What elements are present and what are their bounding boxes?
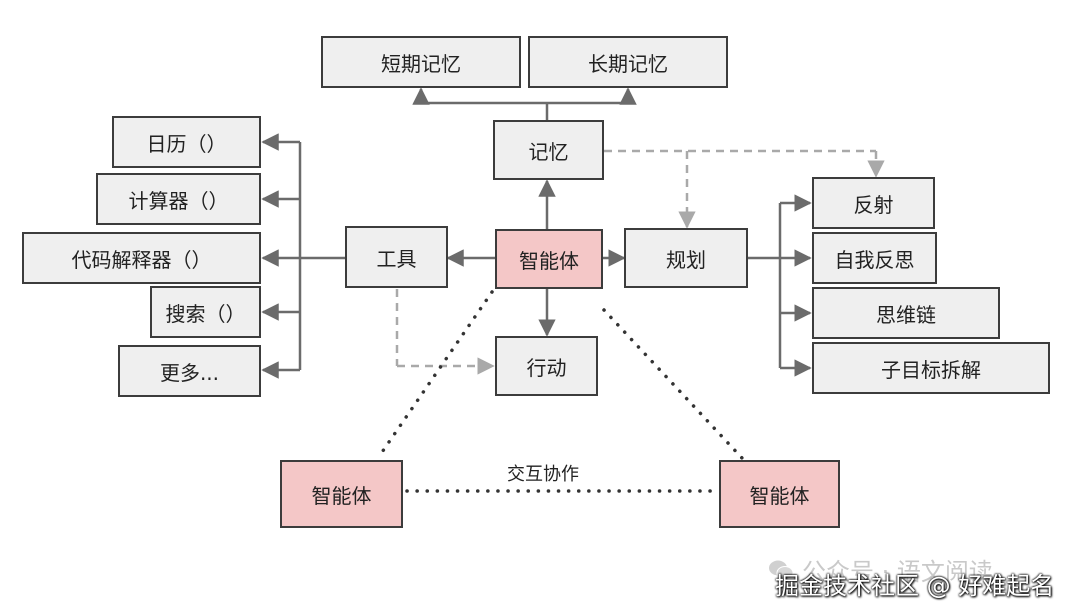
wechat-watermark: 公众号 · 语文阅读 bbox=[768, 552, 993, 587]
subgoal-decomposition-label: 子目标拆解 bbox=[881, 357, 981, 382]
calendar-node: 日历（） bbox=[112, 116, 261, 168]
tools-to-list-connector bbox=[261, 133, 345, 379]
calendar-label: 日历（） bbox=[146, 131, 227, 156]
code-interpreter-label: 代码解释器（） bbox=[71, 247, 212, 272]
wechat-icon bbox=[769, 560, 794, 580]
search-node: 搜索（） bbox=[150, 286, 261, 338]
collaboration-label: 交互协作 bbox=[507, 464, 579, 485]
memory-node: 记忆 bbox=[493, 120, 604, 180]
long-term-memory-label: 长期记忆 bbox=[588, 51, 668, 76]
planning-label: 规划 bbox=[666, 247, 706, 272]
subgoal-decomposition-node: 子目标拆解 bbox=[812, 342, 1050, 394]
planning-node: 规划 bbox=[624, 228, 748, 288]
calculator-label: 计算器（） bbox=[128, 188, 229, 213]
reflection-label: 反射 bbox=[853, 192, 894, 217]
self-criticism-label: 自我反思 bbox=[834, 247, 915, 272]
code-interpreter-node: 代码解释器（） bbox=[22, 232, 261, 284]
chain-of-thought-node: 思维链 bbox=[812, 287, 1000, 339]
agent-center-node: 智能体 bbox=[495, 229, 603, 289]
memory-to-submemory-connector bbox=[412, 87, 637, 120]
action-label: 行动 bbox=[526, 355, 567, 380]
tools-node: 工具 bbox=[345, 226, 448, 288]
agent-right-label: 智能体 bbox=[749, 483, 810, 508]
juejin-watermark: 掘金技术社区 @ 好难起名 bbox=[775, 566, 1054, 601]
agent-left-label: 智能体 bbox=[311, 483, 372, 508]
chain-of-thought-label: 思维链 bbox=[876, 302, 936, 327]
short-term-memory-label: 短期记忆 bbox=[381, 51, 461, 76]
more-node: 更多... bbox=[118, 345, 261, 397]
long-term-memory-node: 长期记忆 bbox=[528, 36, 728, 88]
search-label: 搜索（） bbox=[165, 301, 246, 326]
tools-to-action-dashed bbox=[395, 289, 495, 375]
self-criticism-node: 自我反思 bbox=[812, 232, 937, 284]
reflection-node: 反射 bbox=[812, 177, 935, 229]
tools-label: 工具 bbox=[376, 246, 417, 271]
short-term-memory-node: 短期记忆 bbox=[321, 36, 521, 88]
juejin-watermark-text: 掘金技术社区 @ 好难起名 bbox=[775, 572, 1055, 600]
agent-right-node: 智能体 bbox=[719, 460, 840, 528]
agent-left-node: 智能体 bbox=[280, 460, 403, 528]
calculator-node: 计算器（） bbox=[96, 173, 261, 225]
memory-label: 记忆 bbox=[528, 139, 569, 164]
agent-center-label: 智能体 bbox=[519, 248, 579, 273]
planning-to-list-connector bbox=[748, 194, 812, 377]
wechat-watermark-text: 公众号 · 语文阅读 bbox=[802, 558, 993, 586]
more-label: 更多... bbox=[159, 360, 220, 385]
action-node: 行动 bbox=[495, 336, 598, 396]
